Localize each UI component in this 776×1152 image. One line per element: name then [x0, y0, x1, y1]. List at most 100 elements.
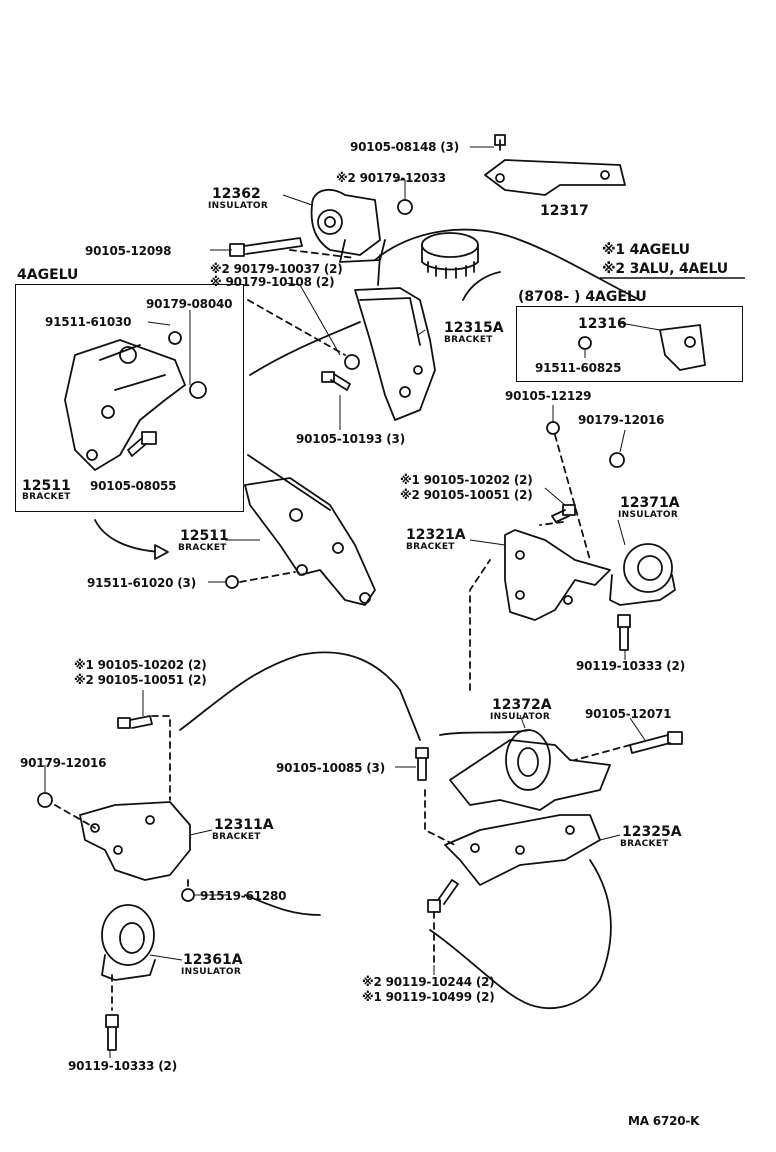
leader-dash-4 [54, 715, 189, 889]
insulator-12362-drawing [310, 188, 386, 286]
label-12361A: 12361A [183, 952, 243, 968]
bolt-12311A-drawing [117, 715, 153, 729]
label-90105-12098: 90105-12098 [85, 244, 172, 258]
engine-outline-top-2 [462, 271, 501, 301]
label-90105-10193: 90105-10193 (3) [296, 432, 405, 446]
label-90119-10333-l: 90119-10333 (2) [68, 1059, 177, 1073]
filler-cap-drawing [421, 232, 479, 279]
bolt-90105-08055-drawing [127, 431, 157, 457]
bracket-12325A-drawing [444, 814, 601, 886]
bracket-12315A-drawing [354, 287, 436, 421]
leader-dash-2 [239, 571, 296, 583]
bracket-12321A-drawing [504, 529, 611, 621]
label-12511-box-name: BRACKET [22, 492, 71, 502]
label-12321A: 12321A [406, 527, 466, 543]
box-4agelu [15, 284, 244, 512]
label-12362-name: INSULATOR [208, 201, 269, 211]
note-2: ※2 3ALU, 4AELU [602, 261, 728, 277]
label-90105-10202-l: ※1 90105-10202 (2) [74, 658, 207, 672]
label-12321A-name: BRACKET [406, 542, 455, 552]
bolt-90119-10333-r-drawing [617, 614, 631, 651]
label-91511-61020: 91511-61020 (3) [87, 576, 196, 590]
washer-91519-61280 [181, 888, 195, 902]
bracket-12311A-drawing [79, 801, 191, 881]
note-1: ※1 4AGELU [602, 242, 690, 258]
label-90105-10202-r: ※1 90105-10202 (2) [400, 473, 533, 487]
washer-91511-61030 [168, 331, 182, 345]
nut-90179-12033 [397, 199, 413, 215]
label-90119-10244: ※2 90119-10244 (2) [362, 975, 495, 989]
leader-dash-1 [247, 249, 356, 356]
bolt-90105-10085-drawing [415, 747, 429, 781]
label-90119-10333-r: 90119-10333 (2) [576, 659, 685, 673]
insulator-12371A-drawing [609, 543, 676, 606]
label-90179-08040: 90179-08040 [146, 297, 233, 311]
label-90179-12033: ※2 90179-12033 [336, 171, 446, 185]
label-12325A: 12325A [622, 824, 682, 840]
label-90119-10499: ※1 90119-10499 (2) [362, 990, 495, 1004]
label-90105-12129: 90105-12129 [505, 389, 592, 403]
label-12311A-name: BRACKET [212, 832, 261, 842]
nut-90179-12016-l [37, 792, 53, 808]
label-12372A-name: INSULATOR [490, 712, 551, 722]
label-90179-12016-r: 90179-12016 [578, 413, 665, 427]
insulator-12361A-drawing [101, 904, 156, 981]
washer-91511-60825 [578, 336, 592, 350]
box-8708-title: (8708- ) 4AGELU [518, 289, 647, 305]
engine-outline-left [247, 454, 331, 511]
box-8708-4agelu [516, 306, 743, 382]
label-12362: 12362 [212, 186, 261, 202]
leader-dash-3 [469, 434, 591, 691]
label-12511: 12511 [180, 528, 229, 544]
label-90105-10051-l: ※2 90105-10051 (2) [74, 673, 207, 687]
box-4agelu-title: 4AGELU [17, 267, 79, 283]
bracket-12511-box-drawing [64, 339, 186, 471]
label-12361A-name: INSULATOR [181, 967, 242, 977]
label-90179-10108: ※ 90179-10108 (2) [210, 275, 335, 289]
label-12317: 12317 [540, 203, 589, 219]
label-12315A-name: BRACKET [444, 335, 493, 345]
insulator-12316-drawing [659, 324, 706, 371]
bolt-90119-10244-drawing [427, 879, 459, 913]
label-90105-10085: 90105-10085 (3) [276, 761, 385, 775]
label-91511-60825: 91511-60825 [535, 361, 622, 375]
arrow-curve [94, 519, 161, 553]
bolt-12321A-drawing [551, 504, 576, 523]
bolt-90105-10193-drawing [321, 371, 351, 391]
bracket-12317-drawing [484, 134, 626, 196]
engine-outline-top [249, 228, 641, 376]
reference-code: MA 6720-K [628, 1114, 700, 1128]
label-90105-10051-r: ※2 90105-10051 (2) [400, 488, 533, 502]
nut-90179-12016-r [609, 452, 625, 468]
arrow-head [154, 544, 169, 560]
label-90179-12016-l: 90179-12016 [20, 756, 107, 770]
label-12316: 12316 [578, 316, 627, 332]
label-12371A-name: INSULATOR [618, 510, 679, 520]
label-12511-box: 12511 [22, 478, 71, 494]
label-91519-61280: 91519-61280 [200, 889, 287, 903]
label-12325A-name: BRACKET [620, 839, 669, 849]
washer-90105-12129 [546, 421, 560, 435]
label-12511-name: BRACKET [178, 543, 227, 553]
bolt-90105-12098-drawing [229, 237, 303, 257]
label-12311A: 12311A [214, 817, 274, 833]
label-90105-08148: 90105-08148 (3) [350, 140, 459, 154]
transaxle-outline [179, 651, 612, 1010]
label-12315A: 12315A [444, 320, 504, 336]
washer-91511-61020 [225, 575, 239, 589]
label-12371A: 12371A [620, 495, 680, 511]
label-12372A: 12372A [492, 697, 552, 713]
insulator-12372A-drawing [449, 729, 611, 811]
label-91511-61030: 91511-61030 [45, 315, 132, 329]
bolt-90105-12071-drawing [629, 731, 683, 754]
label-90105-08055: 90105-08055 [90, 479, 177, 493]
bracket-12511-drawing [244, 477, 376, 606]
bolt-90119-10333-l-drawing [105, 1014, 119, 1051]
label-90179-10037: ※2 90179-10037 (2) [210, 262, 343, 276]
nut-90179-10108 [344, 354, 360, 370]
label-90105-12071: 90105-12071 [585, 707, 672, 721]
leader-dash-6 [424, 744, 631, 966]
nut-90179-08040 [189, 381, 207, 399]
